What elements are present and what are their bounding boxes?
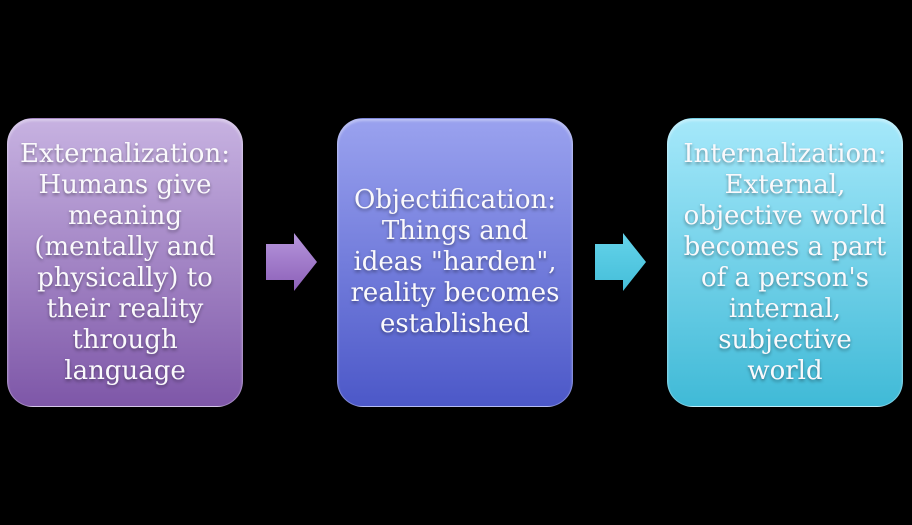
shape-internalization: Internalization: External, objective wor…	[667, 118, 903, 407]
right-arrow-shape	[266, 233, 317, 291]
shape-objectification: Objectification: Things and ideas "harde…	[337, 118, 573, 407]
right-arrow-icon	[266, 233, 317, 291]
shape-externalization-text: Externalization: Humans give meaning (me…	[20, 138, 230, 386]
right-arrow-shape	[595, 233, 646, 291]
right-arrow-icon	[595, 233, 646, 291]
shape-objectification-text: Objectification: Things and ideas "harde…	[350, 185, 560, 339]
shape-internalization-text: Internalization: External, objective wor…	[683, 138, 887, 386]
shape-externalization: Externalization: Humans give meaning (me…	[7, 118, 243, 407]
